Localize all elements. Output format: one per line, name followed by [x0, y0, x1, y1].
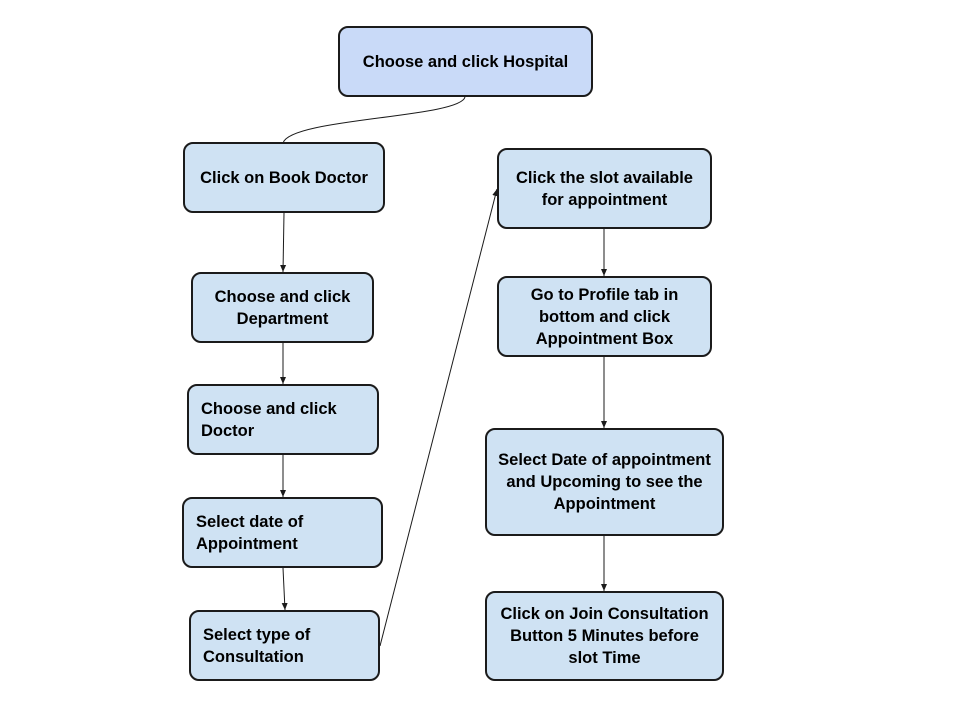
node-choose-hospital: Choose and click Hospital [338, 26, 593, 97]
node-select-date: Select date of Appointment [182, 497, 383, 568]
node-upcoming-appointment: Select Date of appointment and Upcoming … [485, 428, 724, 536]
node-choose-department: Choose and click Department [191, 272, 374, 343]
node-click-slot: Click the slot available for appointment [497, 148, 712, 229]
node-join-consultation: Click on Join Consultation Button 5 Minu… [485, 591, 724, 681]
node-choose-doctor: Choose and click Doctor [187, 384, 379, 455]
edge-book-doctor-to-department [280, 212, 287, 273]
node-book-doctor: Click on Book Doctor [183, 142, 385, 213]
edge-select-date-to-consultation-type [281, 567, 288, 611]
node-consultation-type: Select type of Consultation [189, 610, 380, 681]
edge-consultation-type-to-slot [379, 188, 499, 647]
edge-hospital-to-book-doctor [282, 96, 466, 144]
node-profile-tab: Go to Profile tab in bottom and click Ap… [497, 276, 712, 357]
